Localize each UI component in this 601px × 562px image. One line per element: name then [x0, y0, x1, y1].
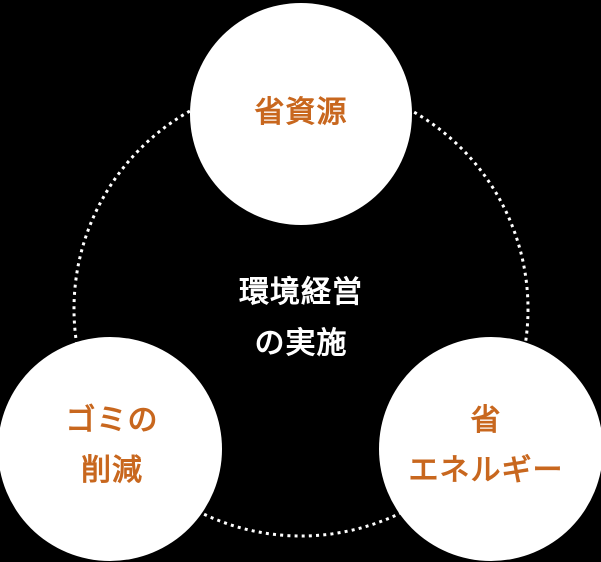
- node-label-bottom-right-line2: エネルギー: [408, 454, 564, 487]
- node-label-bottom-right: 省 エネルギー: [409, 396, 564, 496]
- center-label-line1: 環境経営: [239, 276, 363, 309]
- node-circle-top: [190, 3, 412, 225]
- node-label-top-line1: 省資源: [254, 96, 348, 129]
- node-circle-bottom-left: [0, 337, 222, 561]
- center-label-line2: の実施: [254, 327, 348, 360]
- node-label-bottom-left-line1: ゴミの: [65, 404, 159, 437]
- node-label-bottom-left-line2: 削減: [81, 454, 143, 487]
- node-circle-bottom-right: [379, 337, 601, 561]
- node-label-top: 省資源: [255, 88, 348, 138]
- node-label-bottom-right-line1: 省: [470, 404, 502, 437]
- dotted-ring: [72, 80, 530, 538]
- center-label: 環境経営 の実施: [239, 267, 363, 369]
- node-label-bottom-left: ゴミの 削減: [66, 396, 159, 496]
